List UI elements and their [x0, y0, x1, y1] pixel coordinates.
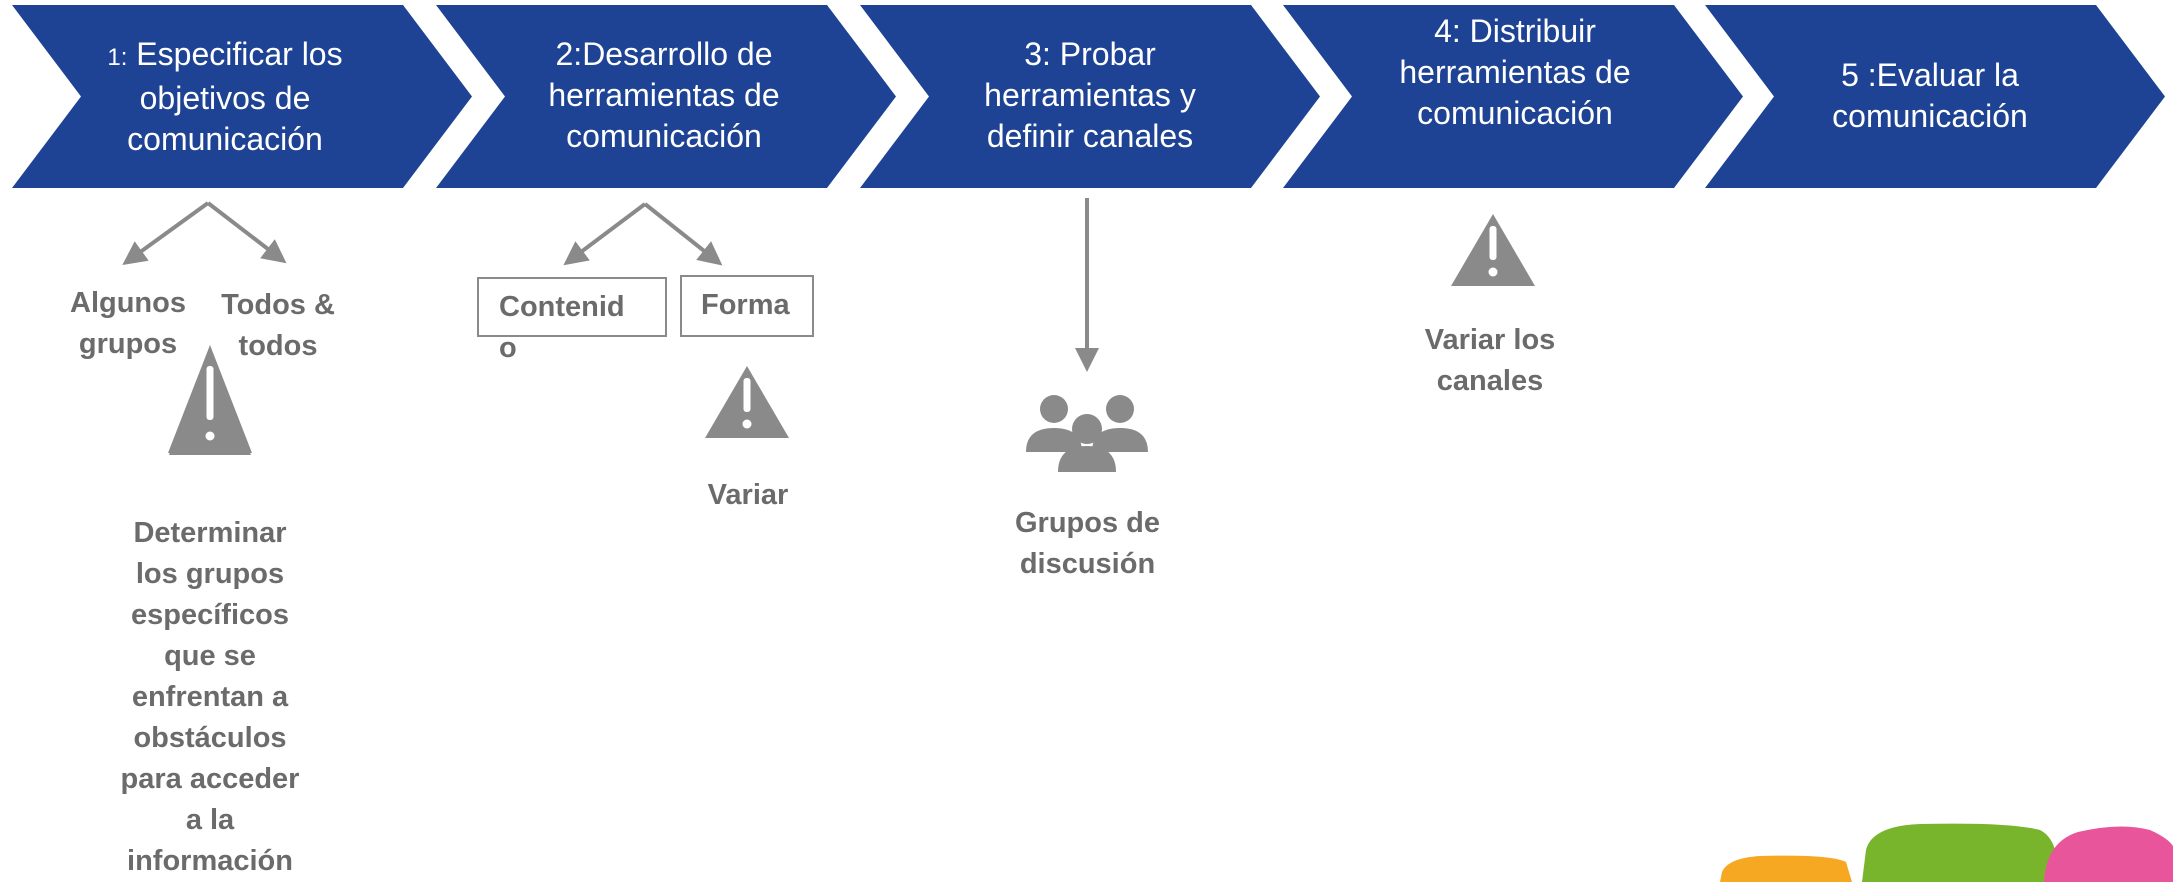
step-2-title: 2:Desarrollo de herramientas de comunica… [548, 36, 780, 154]
step-4-chevron [1283, 5, 1743, 188]
step-1-title: 1: Especificar los objetivos de comunica… [107, 36, 343, 157]
step-4-title: 4: Distribuir herramientas de comunicaci… [1399, 13, 1631, 131]
step-4-note: Variar los canales [1424, 324, 1556, 397]
step-5-chevron [1705, 5, 2165, 188]
step-3-title: 3: Probar herramientas y definir canales [984, 36, 1196, 154]
step-2-chevron [436, 5, 896, 188]
content-box-label: Contenid o [499, 291, 625, 364]
step-2-note: Variar [707, 479, 789, 511]
form-box-label: Forma [701, 289, 790, 321]
form-box [680, 275, 814, 337]
step-3-chevron [860, 5, 1320, 188]
step-1-branch-right: Todos & todos [221, 289, 335, 362]
step-1-number: 1: [107, 44, 128, 71]
step-3-note: Grupos de discusión [1014, 507, 1160, 580]
step-1-chevron [12, 5, 472, 188]
content-box [477, 277, 667, 337]
step-2-split-arrows [563, 202, 723, 266]
warning-triangle-icon [1451, 214, 1535, 286]
step-5-title: 5 :Evaluar la comunicación [1832, 57, 2028, 134]
warning-triangle-icon [168, 345, 252, 455]
decorative-blobs [1720, 823, 2173, 882]
step-1-split-arrows [122, 201, 287, 266]
step-1-note: Determinar los grupos específicos que se… [120, 517, 300, 877]
group-people-icon [1026, 395, 1148, 472]
step-1-branch-left: Algunos grupos [70, 287, 186, 360]
warning-triangle-icon [705, 366, 789, 438]
